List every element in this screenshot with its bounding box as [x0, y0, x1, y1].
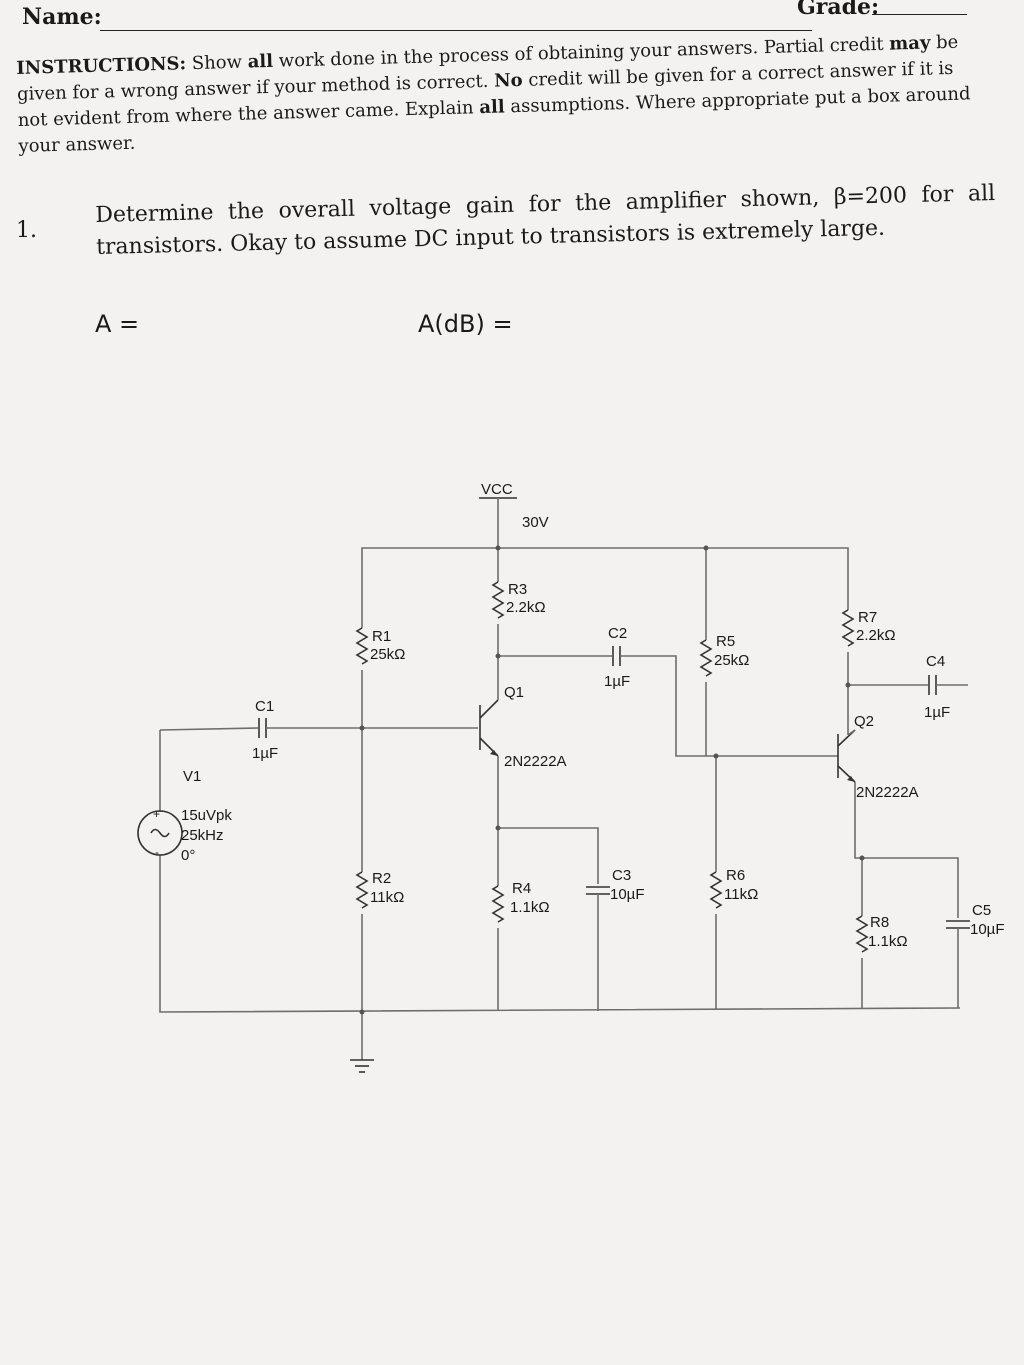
- r1-value: 25kΩ: [370, 646, 405, 663]
- r2-value: 11kΩ: [370, 889, 404, 906]
- c4-value: 1µF: [924, 704, 950, 721]
- grade-field-line[interactable]: [872, 14, 967, 15]
- c1-value: 1µF: [252, 745, 278, 762]
- r8-value: 1.1kΩ: [868, 933, 908, 950]
- q2-name: Q2: [854, 713, 874, 730]
- answer-db-label: A(dB) =: [418, 310, 513, 338]
- v1-amplitude: 15uVpk: [181, 807, 232, 824]
- r4-value: 1.1kΩ: [510, 899, 550, 916]
- r5-value: 25kΩ: [714, 652, 749, 669]
- r7-name: R7: [858, 609, 877, 626]
- instructions-bold-1: all: [247, 50, 274, 73]
- name-field-line[interactable]: [100, 30, 812, 31]
- r5-name: R5: [716, 633, 735, 650]
- name-label: Name:: [22, 4, 102, 30]
- v1-source: + - V1 15uVpk 25kHz 0°: [137, 730, 232, 864]
- r5-resistor: R5 25kΩ: [700, 633, 749, 756]
- c3-value: 10µF: [610, 886, 645, 903]
- q2-emitter-wire: [854, 782, 959, 918]
- ground-symbol: [350, 1012, 374, 1073]
- q1-emitter-wire: [497, 756, 599, 884]
- r4-name: R4: [512, 880, 531, 897]
- c2-name: C2: [608, 625, 627, 642]
- vcc-label: VCC: [481, 481, 513, 498]
- c5-name: C5: [972, 902, 991, 919]
- instructions-bold-2: may: [888, 32, 931, 55]
- r7-value: 2.2kΩ: [856, 627, 896, 644]
- r8-name: R8: [870, 914, 889, 931]
- instructions-lead: INSTRUCTIONS:: [16, 53, 187, 79]
- q2-model: 2N2222A: [856, 784, 919, 801]
- vcc-supply: VCC 30V: [479, 481, 549, 548]
- vcc-value: 30V: [522, 514, 549, 531]
- junction-dots: [359, 545, 865, 1015]
- q1-transistor: Q1 2N2222A: [362, 684, 567, 770]
- v1-phase: 0°: [181, 847, 195, 864]
- question-number: 1.: [16, 218, 37, 243]
- r1-resistor: R1 25kΩ: [356, 560, 405, 728]
- c1-capacitor: C1 1µF: [159, 698, 362, 762]
- instructions-bold-4: all: [479, 96, 505, 119]
- vcc-rail-wire: [361, 547, 849, 640]
- answer-a-label: A =: [95, 310, 140, 338]
- r8-resistor: R8 1.1kΩ: [856, 858, 908, 1008]
- svg-text:+: +: [153, 807, 160, 821]
- amplifier-schematic: VCC 30V + - V1 15uVpk 25kHz 0° C1 1µF: [137, 481, 1005, 1073]
- c5-capacitor: C5 10µF: [946, 902, 1005, 1008]
- r4-resistor: R4 1.1kΩ: [492, 828, 550, 1011]
- grade-label: Grade:: [797, 0, 880, 20]
- c3-name: C3: [612, 867, 631, 884]
- c3-capacitor: C3 10µF: [586, 867, 645, 1011]
- q1-name: Q1: [504, 684, 524, 701]
- r1-name: R1: [372, 628, 391, 645]
- r3-value: 2.2kΩ: [506, 599, 546, 616]
- c2-value: 1µF: [604, 673, 630, 690]
- c4-capacitor: C4 1µF: [848, 653, 968, 721]
- c2-capacitor: C2 1µF: [498, 625, 838, 757]
- c1-name: C1: [255, 698, 274, 715]
- header-row: Name: Grade:: [22, 0, 1002, 38]
- r3-name: R3: [508, 581, 527, 598]
- question-text: Determine the overall voltage gain for t…: [95, 181, 996, 260]
- instructions-bold-3: No: [493, 69, 523, 92]
- c4-name: C4: [926, 653, 945, 670]
- r3-resistor: R3 2.2kΩ: [492, 548, 546, 700]
- r2-resistor: R2 11kΩ: [356, 728, 404, 1012]
- v1-frequency: 25kHz: [181, 827, 224, 844]
- r6-name: R6: [726, 867, 745, 884]
- ground-rail-wire: [159, 855, 961, 1013]
- instructions-paragraph: INSTRUCTIONS: Show all work done in the …: [16, 29, 989, 160]
- q1-model: 2N2222A: [504, 753, 567, 770]
- c5-value: 10µF: [970, 921, 1005, 938]
- r2-name: R2: [372, 870, 391, 887]
- r6-resistor: R6 11kΩ: [710, 756, 758, 1010]
- instructions-text-1: Show: [185, 51, 249, 75]
- q2-transistor: Q2 2N2222A: [837, 713, 919, 801]
- r6-value: 11kΩ: [724, 886, 758, 903]
- v1-name: V1: [183, 768, 201, 785]
- r7-resistor: R7 2.2kΩ: [842, 609, 896, 735]
- svg-text:-: -: [155, 845, 159, 859]
